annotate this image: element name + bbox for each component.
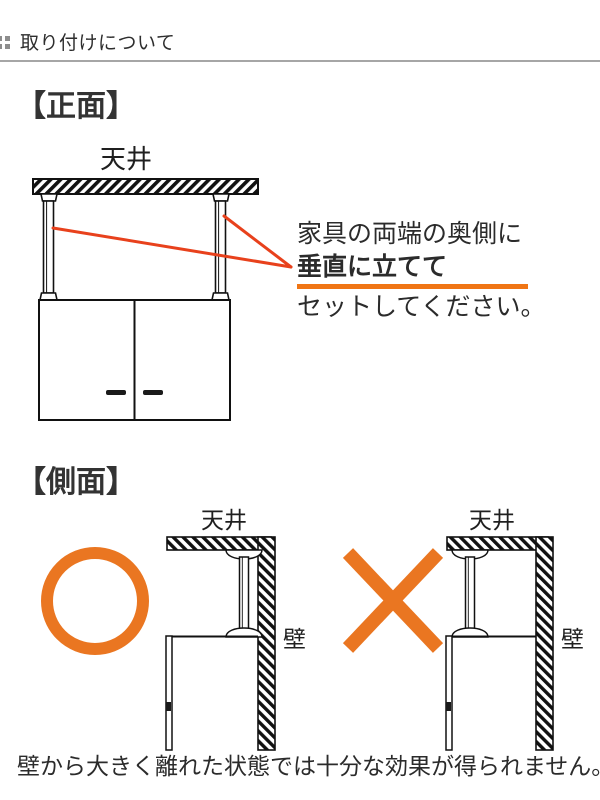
furniture-handle-ng bbox=[446, 702, 451, 711]
pointer-line-right-pole bbox=[222, 214, 293, 269]
label-wall-ng: 壁 bbox=[561, 627, 584, 653]
ceiling-slab-front bbox=[32, 178, 259, 195]
furniture-body-ng bbox=[445, 635, 536, 751]
label-ceiling-ng: 天井 bbox=[469, 508, 515, 534]
side-view-ng-diagram bbox=[342, 536, 554, 751]
support-pole-ok bbox=[225, 549, 263, 638]
grid-dot bbox=[5, 44, 10, 49]
instruction-underline bbox=[297, 284, 528, 289]
instruction-line-2-emphasized: 垂直に立てて bbox=[297, 251, 528, 292]
support-pole-left bbox=[39, 193, 58, 301]
furniture-cabinet-front bbox=[38, 299, 231, 421]
pointer-lines-front bbox=[51, 214, 293, 269]
bottom-caption: 壁から大きく離れた状態では十分な効果が得られません。 bbox=[17, 754, 600, 780]
section-heading-side-view: 【側面】 bbox=[16, 465, 136, 500]
front-view-diagram bbox=[32, 178, 293, 421]
ceiling-slab-ok bbox=[166, 536, 272, 551]
header-divider bbox=[0, 60, 600, 62]
instruction-line-3: セットしてください。 bbox=[297, 292, 546, 321]
support-pole-right bbox=[211, 193, 230, 301]
label-ceiling-front-view: 天井 bbox=[100, 145, 153, 175]
support-pole-ng bbox=[451, 549, 489, 638]
cabinet-handle-right bbox=[143, 390, 163, 395]
page-title: 取り付けについて bbox=[20, 31, 176, 54]
wall-slab-ok bbox=[257, 536, 276, 751]
grid-dot bbox=[0, 36, 2, 41]
instruction-line-2-text: 垂直に立てて bbox=[297, 251, 448, 281]
grid-dots-icon bbox=[0, 36, 13, 50]
furniture-handle-ok bbox=[166, 702, 171, 711]
section-heading-front-view: 【正面】 bbox=[16, 89, 136, 124]
label-wall-ok: 壁 bbox=[283, 627, 306, 653]
instruction-line-1: 家具の両端の奥側に bbox=[297, 219, 523, 248]
label-ceiling-ok: 天井 bbox=[201, 508, 247, 534]
grid-dot bbox=[5, 36, 10, 41]
wall-slab-ng bbox=[535, 536, 554, 751]
furniture-body-ok bbox=[165, 635, 258, 751]
grid-dot bbox=[0, 44, 2, 49]
side-view-ok-diagram bbox=[41, 536, 276, 751]
cabinet-handle-left bbox=[106, 390, 126, 395]
pointer-line-left-pole bbox=[51, 226, 293, 269]
ceiling-slab-ng bbox=[446, 536, 549, 551]
circle-mark-ok bbox=[41, 547, 149, 655]
cross-mark-ng bbox=[342, 548, 444, 653]
instruction-text-block: 家具の両端の奥側に 垂直に立てて セットしてください。 bbox=[297, 218, 597, 324]
page-header: 取り付けについて bbox=[0, 28, 600, 58]
